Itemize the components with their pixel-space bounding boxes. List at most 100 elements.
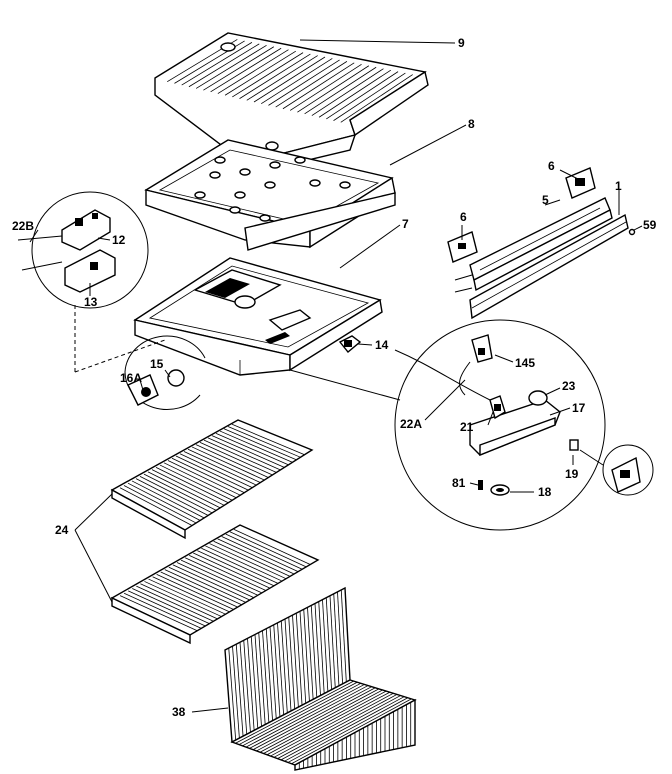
shelf-wire xyxy=(205,545,282,582)
part-24-wire-shelf-lower xyxy=(110,524,320,645)
shelf-wire xyxy=(144,581,222,617)
shelf-wire xyxy=(189,555,266,591)
detail-switch-circle xyxy=(602,444,654,496)
shelf-wire xyxy=(131,480,205,519)
basket-wire xyxy=(270,691,390,757)
detail-circle-right xyxy=(394,319,606,531)
label-8: 8 xyxy=(468,117,475,131)
label-15: 15 xyxy=(150,357,164,371)
basket-wire xyxy=(259,688,380,753)
basket-wire xyxy=(273,692,394,758)
grille-slat xyxy=(333,72,406,121)
callout-labels: 9 8 7 6 6 5 1 59 22B 12 13 14 145 15 16A… xyxy=(12,36,657,719)
shelf-wire xyxy=(201,547,278,584)
basket-wire xyxy=(252,686,372,751)
basket-wire xyxy=(280,620,288,713)
basket-wire xyxy=(284,696,405,762)
basket-wires xyxy=(228,589,412,770)
shelf-wire xyxy=(199,442,273,476)
leader-lines xyxy=(29,39,620,713)
grille-slat xyxy=(297,65,370,113)
shelf-wire xyxy=(128,590,206,627)
basket-wire xyxy=(247,638,255,731)
basket-wire xyxy=(322,599,329,692)
basket-wire xyxy=(254,634,262,727)
shelf-wire xyxy=(171,457,245,493)
basket-wire xyxy=(243,640,251,733)
basket-wire xyxy=(269,626,277,719)
basket-wire xyxy=(256,687,376,752)
part-1-bracket xyxy=(469,213,629,320)
basket-wire xyxy=(307,607,314,700)
basket-wire xyxy=(292,615,299,708)
shelf-wire xyxy=(151,469,225,506)
grille-slat xyxy=(203,46,275,91)
shelf-wire xyxy=(119,595,198,631)
shelf-wire xyxy=(207,437,281,471)
part-24-wire-shelf-upper xyxy=(110,419,314,540)
basket-wire xyxy=(242,682,362,747)
shelf-wire xyxy=(152,576,230,613)
part-9-cover-grille xyxy=(154,32,429,176)
basket-wire xyxy=(314,603,321,696)
label-23: 23 xyxy=(562,379,576,393)
shelf-wire xyxy=(148,578,226,615)
label-17: 17 xyxy=(572,401,586,415)
part-7-housing xyxy=(133,257,383,376)
basket-wire xyxy=(235,644,244,737)
shelf-wire xyxy=(164,569,242,605)
grille-slat xyxy=(340,74,413,123)
basket-wire xyxy=(245,684,365,748)
shelf-wire xyxy=(160,571,238,608)
shelf-wire xyxy=(197,550,274,587)
basket-wire xyxy=(250,636,259,729)
basket-wire xyxy=(232,646,240,739)
label-24: 24 xyxy=(55,523,69,537)
basket-wire xyxy=(249,685,369,749)
basket-wire xyxy=(303,609,310,702)
grille-slat xyxy=(217,49,289,94)
shelf-wire xyxy=(217,538,295,575)
basket-wire xyxy=(299,611,307,704)
basket-wire xyxy=(333,593,340,686)
grille-slats xyxy=(167,39,413,123)
shelf-wire xyxy=(215,432,289,466)
part-59-screw xyxy=(628,225,643,236)
grille-slat xyxy=(268,59,340,106)
part-5-rail xyxy=(469,197,613,292)
grille-slat xyxy=(246,55,318,101)
shelf-wire xyxy=(163,462,237,498)
basket-wire xyxy=(239,642,248,735)
basket-wire xyxy=(263,689,383,754)
shelf-wire xyxy=(184,557,262,594)
shelf-wire xyxy=(221,536,299,572)
basket-wire xyxy=(266,690,387,756)
grille-slat xyxy=(239,53,311,99)
rail-wire-ends xyxy=(454,274,473,293)
shelf-wire xyxy=(193,552,270,589)
grille-slat xyxy=(210,47,282,93)
basket-wire xyxy=(262,630,270,723)
label-22b: 22B xyxy=(12,219,34,233)
basket-wire xyxy=(340,589,347,682)
shelf-wire xyxy=(213,540,290,577)
grille-slat xyxy=(224,50,296,96)
basket-wire xyxy=(235,680,354,744)
shelf-wire xyxy=(143,473,217,511)
basket-wire xyxy=(280,695,401,761)
grille-slat xyxy=(181,42,253,86)
basket-wire xyxy=(238,681,358,745)
shelf-wire xyxy=(187,448,261,483)
shelf-wire xyxy=(136,585,214,622)
shelf-wire xyxy=(219,430,293,463)
shelf-wire xyxy=(159,464,233,501)
shelf-wire xyxy=(191,446,265,481)
grille-slat xyxy=(253,56,326,103)
basket-wire xyxy=(284,618,292,712)
basket-wire xyxy=(258,632,266,725)
part-38-wire-basket xyxy=(224,586,417,771)
basket-wire xyxy=(295,613,303,706)
shelf-wires xyxy=(119,529,311,631)
shelf-wire xyxy=(172,564,250,601)
label-145: 145 xyxy=(515,356,535,370)
